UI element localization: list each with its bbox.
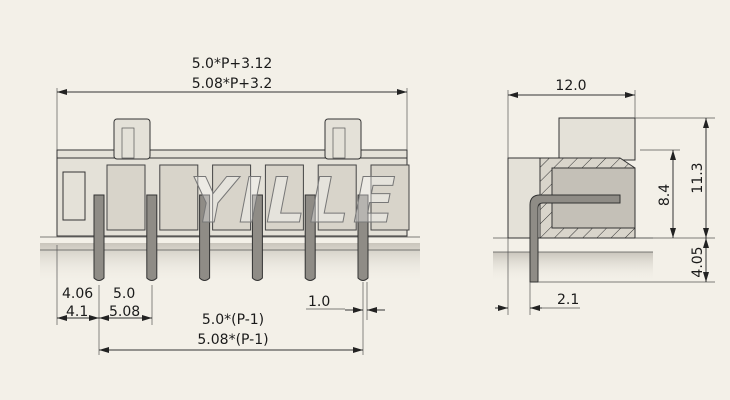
pin xyxy=(304,194,316,281)
contact-cell xyxy=(159,164,199,231)
contact-cell xyxy=(212,164,252,231)
pin-span-a: 5.0*(P-1) xyxy=(202,312,264,328)
pin xyxy=(251,194,263,281)
front-view: YILLE 5.0*P+3.12 5.08*P+3.2 4.06 4.1 5.0… xyxy=(40,56,420,355)
contact-cell xyxy=(264,164,304,231)
latch xyxy=(324,118,362,160)
contact-cell xyxy=(317,164,357,231)
edge-offset-a: 4.06 xyxy=(62,286,93,302)
pin xyxy=(199,194,211,281)
height-total-dim: 11.3 xyxy=(690,162,706,193)
pin-offset-dim: 2.1 xyxy=(557,292,579,308)
pin xyxy=(146,194,158,281)
depth-dim: 12.0 xyxy=(555,78,586,94)
contact-cell xyxy=(106,164,146,231)
pin-length-dim: 4.05 xyxy=(690,246,706,277)
edge-offset-b: 4.1 xyxy=(66,304,88,320)
pin-span-b: 5.08*(P-1) xyxy=(197,332,268,348)
side-top xyxy=(558,117,636,161)
pitch-b: 5.08 xyxy=(109,304,140,320)
pin xyxy=(357,194,369,281)
pin xyxy=(93,194,105,281)
height-inner-dim: 8.4 xyxy=(657,184,673,206)
overall-width-a: 5.0*P+3.12 xyxy=(192,56,273,72)
pitch-a: 5.0 xyxy=(113,286,135,302)
side-view: 12.0 11.3 8.4 4.05 2.1 xyxy=(493,78,715,315)
watermark-logo: YILLE xyxy=(190,164,399,237)
pin-width: 1.0 xyxy=(308,294,330,310)
contact-cell xyxy=(370,164,410,231)
latch xyxy=(113,118,151,160)
end-window xyxy=(62,171,86,221)
overall-width-b: 5.08*P+3.2 xyxy=(192,76,273,92)
right-angle-pin xyxy=(529,194,621,283)
